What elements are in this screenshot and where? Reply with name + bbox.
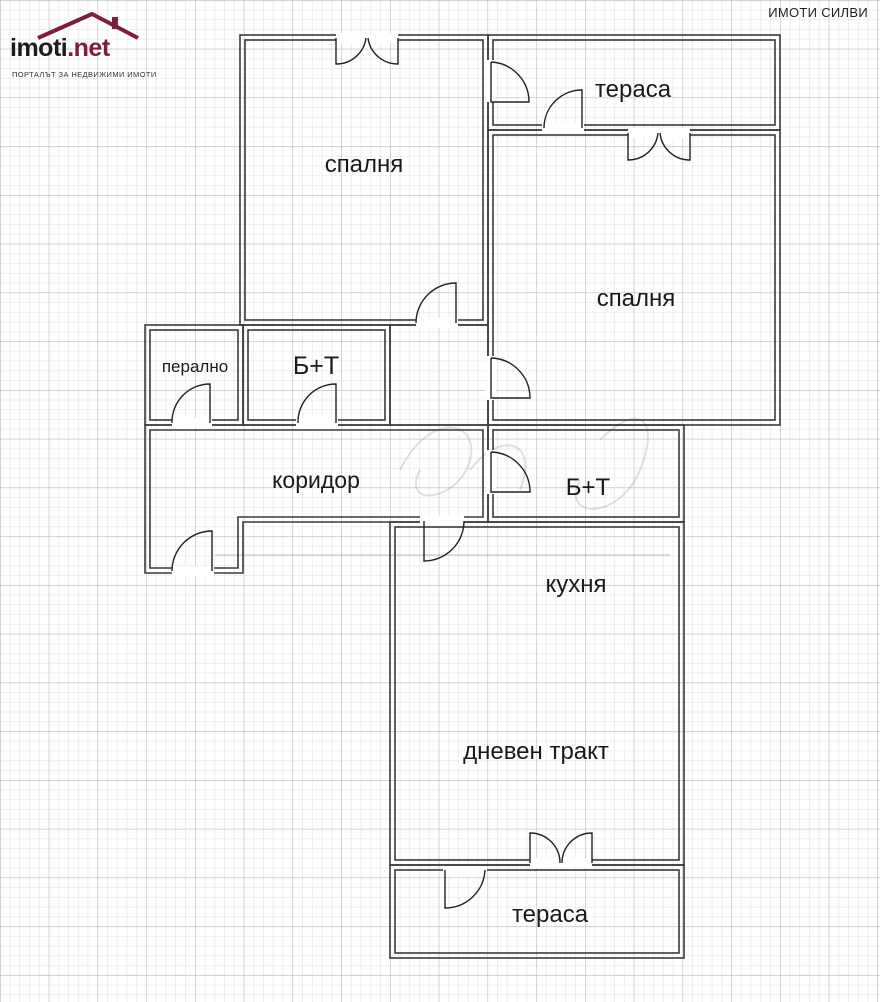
room-label-corridor: коридор <box>272 467 360 493</box>
agency-name: ИМОТИ СИЛВИ <box>768 5 868 20</box>
logo-tagline: ПОРТАЛЪТ ЗА НЕДВИЖИМИ ИМОТИ <box>12 70 157 79</box>
house-roof-icon <box>37 12 139 40</box>
logo-wordmark: imoti.net <box>10 34 110 63</box>
logo-name: imoti <box>10 34 68 62</box>
room-label-laundry: перално <box>162 357 228 376</box>
room-label-terrace-bottom: тераса <box>512 901 589 928</box>
room-label-bath-2: Б+Т <box>566 474 611 501</box>
room-label-terrace-top: тераса <box>595 76 672 103</box>
brand-logo <box>8 8 168 83</box>
room-label-bedroom-1: спалня <box>325 151 404 178</box>
room-label-bath-1: Б+Т <box>293 352 339 380</box>
doors <box>171 33 691 909</box>
room-label-kitchen: кухня <box>545 571 606 598</box>
logo-tld: .net <box>67 34 110 62</box>
room-label-living: дневен тракт <box>463 738 609 765</box>
room-label-bedroom-2: спалня <box>597 285 676 312</box>
